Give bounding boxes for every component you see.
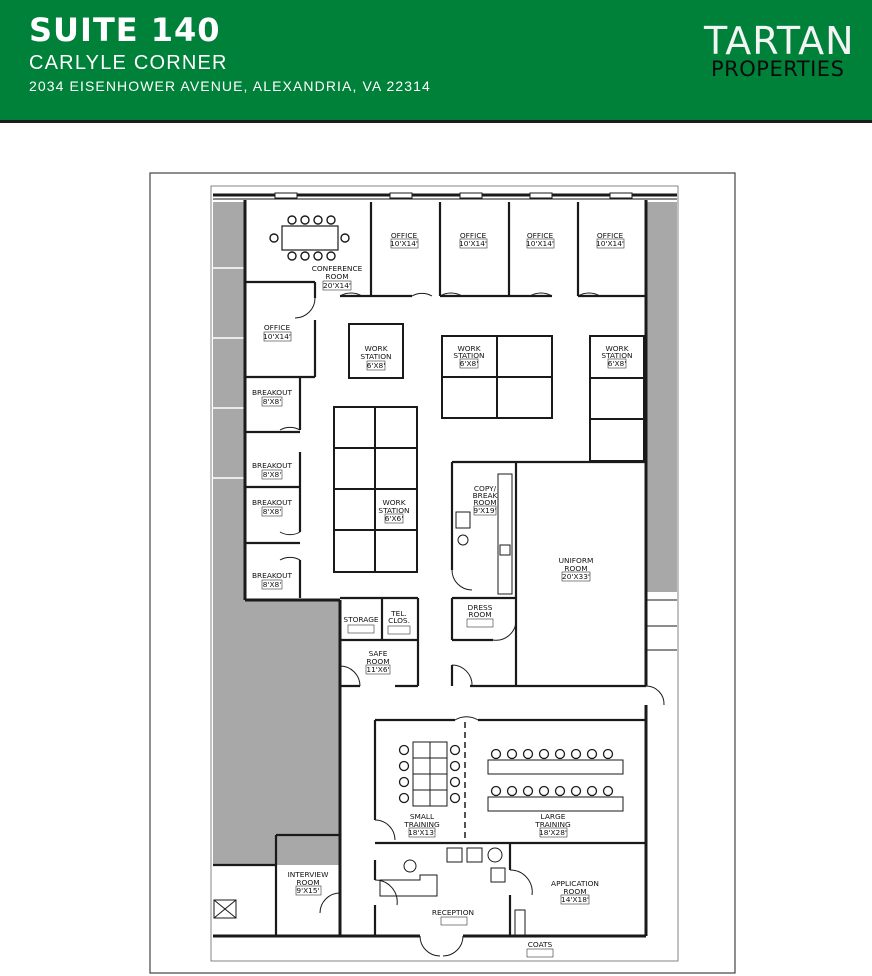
office-b-name: OFFICE — [460, 231, 487, 240]
uniform-name-2: ROOM — [564, 564, 587, 573]
copy-size: 9'X19' — [473, 506, 496, 515]
size-label-boxes — [261, 238, 627, 958]
breakout-3-size: 8'X8' — [263, 507, 282, 516]
uniform-name: UNIFORM — [559, 556, 594, 565]
ws-big-name: WORK — [382, 498, 405, 507]
logo-line-1: TARTAN — [704, 19, 855, 63]
coats-name: COATS — [528, 940, 553, 949]
office-d-size: 10'X14' — [596, 239, 624, 248]
office-c-size: 10'X14' — [526, 239, 554, 248]
office-e-size: 10'X14' — [263, 332, 291, 341]
building-name: CARLYLE CORNER — [29, 52, 228, 74]
ws-right-name: WORK — [605, 344, 628, 353]
safe-size: 11'X6' — [366, 665, 389, 674]
large-training-name: LARGE — [541, 812, 566, 821]
application-name-2: ROOM — [563, 887, 586, 896]
breakout-4-size: 8'X8' — [263, 580, 282, 589]
ws-right-size: 6'X8' — [608, 359, 627, 368]
conference-table — [269, 215, 350, 261]
ws-big-name-2: STATION — [378, 506, 409, 515]
ws-right-name-2: STATION — [601, 351, 632, 360]
conference-name-2: ROOM — [325, 272, 348, 281]
ws-mid-name-2: STATION — [453, 351, 484, 360]
plan-frame — [149, 172, 736, 974]
copy-name-2: BREAK — [473, 491, 498, 500]
ws-left-name-2: STATION — [360, 352, 391, 361]
safe-name-2: ROOM — [366, 657, 389, 666]
tartan-properties-logo: TARTAN PROPERTIES — [704, 22, 859, 84]
fixtures — [213, 473, 677, 937]
application-size: 14'X18' — [561, 895, 589, 904]
office-e-name: OFFICE — [264, 323, 291, 332]
uniform-size: 20'X33' — [562, 572, 590, 581]
office-c-name: OFFICE — [527, 231, 554, 240]
exterior-walls — [213, 193, 677, 938]
safe-name: SAFE — [369, 649, 388, 658]
room-labels: CONFERENCE ROOM 20'X14' OFFICE 10'X14' O… — [252, 231, 633, 949]
workstation-furniture — [333, 323, 645, 573]
breakout-4-name: BREAKOUT — [252, 571, 293, 580]
breakout-2-name: BREAKOUT — [252, 461, 293, 470]
office-b-size: 10'X14' — [459, 239, 487, 248]
reception-name: RECEPTION — [432, 908, 474, 917]
gray-area-lines — [213, 267, 245, 479]
breakout-1-name: BREAKOUT — [252, 388, 293, 397]
interior-walls — [213, 202, 646, 936]
small-training-size: 18'X13' — [408, 828, 436, 837]
tel-name-2: CLOS. — [388, 616, 410, 625]
large-training-size: 18'X28' — [539, 828, 567, 837]
gray-neighbor-areas — [213, 202, 677, 865]
copy-name-3: ROOM — [473, 498, 496, 507]
floor-plan: CONFERENCE ROOM 20'X14' OFFICE 10'X14' O… — [149, 172, 736, 974]
building-address: 2034 EISENHOWER AVENUE, ALEXANDRIA, VA 2… — [29, 78, 431, 94]
window-marks — [213, 192, 677, 200]
ws-left-size: 6'X8' — [367, 361, 386, 370]
office-d-name: OFFICE — [597, 231, 624, 240]
copy-name: COPY/ — [474, 484, 497, 493]
large-training-name-2: TRAINING — [534, 820, 571, 829]
door-swings — [279, 292, 665, 957]
storage-name: STORAGE — [343, 615, 379, 624]
interview-size: 9'X15' — [296, 886, 319, 895]
breakout-1-size: 8'X8' — [263, 397, 282, 406]
ws-big-size: 6'X6' — [385, 514, 404, 523]
interview-name-2: ROOM — [296, 878, 319, 887]
breakout-3-name: BREAKOUT — [252, 498, 293, 507]
dress-name: DRESS — [468, 603, 493, 612]
conference-size: 20'X14' — [323, 281, 351, 290]
logo-line-2: PROPERTIES — [711, 57, 845, 81]
application-name: APPLICATION — [551, 879, 599, 888]
office-a-name: OFFICE — [391, 231, 418, 240]
header-banner: SUITE 140 CARLYLE CORNER 2034 EISENHOWER… — [0, 0, 872, 123]
ws-left-name: WORK — [364, 344, 387, 353]
training-furniture — [398, 741, 624, 812]
breakout-2-size: 8'X8' — [263, 470, 282, 479]
small-training-name: SMALL — [410, 812, 435, 821]
small-training-name-2: TRAINING — [403, 820, 440, 829]
office-a-size: 10'X14' — [390, 239, 418, 248]
interview-name: INTERVIEW — [288, 870, 330, 879]
ws-mid-size: 6'X8' — [460, 359, 479, 368]
dress-name-2: ROOM — [468, 610, 491, 619]
tel-name: TEL. — [390, 609, 407, 618]
plan-page-border — [210, 185, 679, 962]
ws-mid-name: WORK — [457, 344, 480, 353]
conference-name: CONFERENCE — [312, 264, 363, 273]
suite-title: SUITE 140 — [29, 11, 221, 49]
